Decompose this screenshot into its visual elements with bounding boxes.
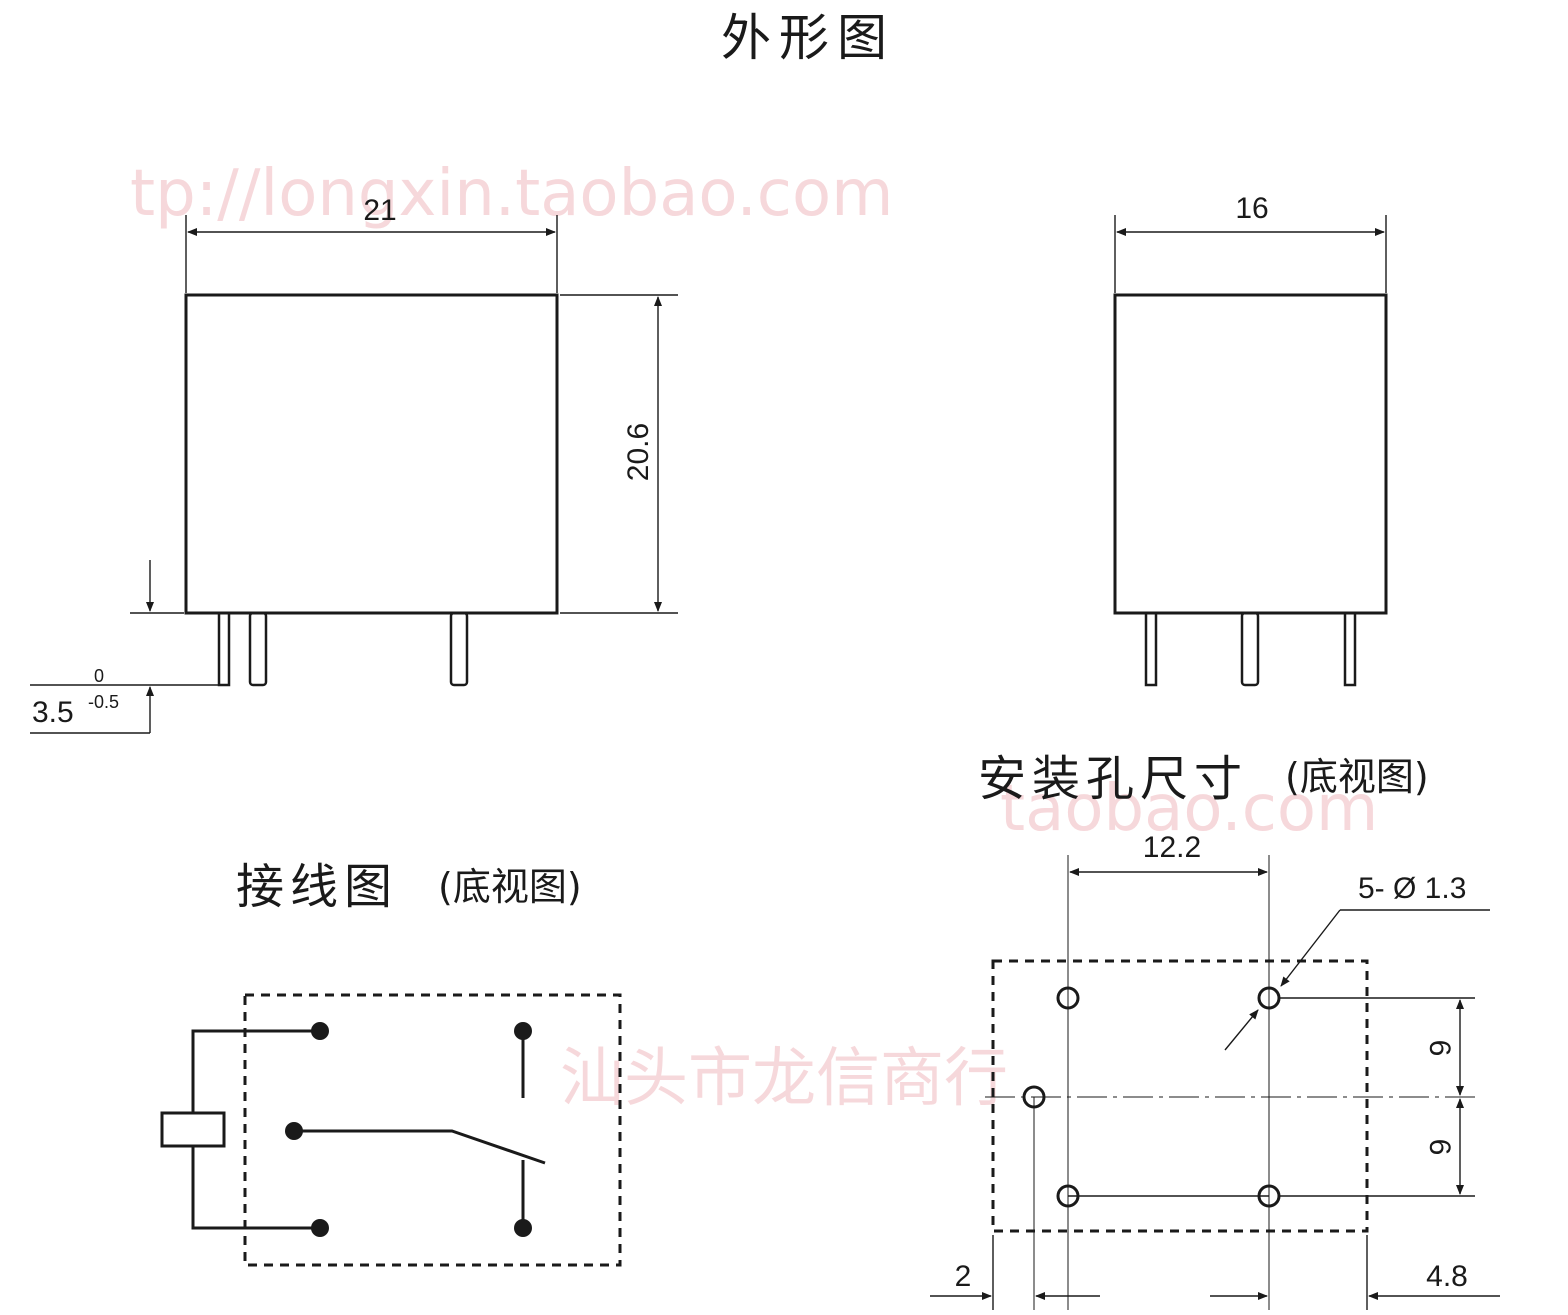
wiring-title-note: (底视图) (438, 865, 582, 909)
front-view: 21 20.6 3.5 0 -0.5 (30, 194, 678, 734)
mount-hole-2 (1257, 986, 1281, 1010)
mount-hole-4 (1056, 1184, 1080, 1208)
wiring-outline (243, 993, 622, 1267)
outline-title: 外形图 (721, 9, 895, 67)
mount-hole-5 (1257, 1184, 1281, 1208)
leader-arrow (1280, 909, 1341, 987)
coil-terminal-bottom (311, 1219, 329, 1237)
watermark-text-1: tp://longxin.taobao.com (130, 157, 893, 231)
dim-pin-tol-lower: -0.5 (88, 692, 119, 712)
side-body (1113, 293, 1388, 615)
switch-arm (294, 1129, 546, 1165)
dim-front-height: 20.6 (622, 423, 655, 481)
dim-hole-spacing-x: 12.2 (1143, 831, 1201, 864)
coil-symbol (160, 1111, 226, 1148)
dim-pin-length: 3.5 (32, 696, 74, 729)
coil-wire-bottom (191, 1146, 320, 1230)
front-pin-3 (449, 611, 469, 687)
coil-terminal-top (311, 1022, 329, 1040)
side-pin-2 (1240, 611, 1260, 687)
mounting-diagram: 安装孔尺寸 (底视图) 12.2 5- Ø 1.3 6 6 (930, 751, 1500, 1310)
leader-arrow-2 (1224, 1009, 1259, 1051)
dim-offset-left: 2 (955, 1260, 972, 1293)
front-body (184, 293, 559, 615)
side-pin-1 (1144, 611, 1158, 687)
front-pin-1 (217, 611, 231, 687)
side-pin-3 (1343, 611, 1357, 687)
side-view: 16 (1113, 192, 1388, 687)
hole-spec: 5- Ø 1.3 (1358, 872, 1466, 905)
dim-pin-tol-upper: 0 (94, 666, 104, 686)
dim-front-width: 21 (363, 194, 396, 227)
dim-side-width: 16 (1235, 192, 1268, 225)
mounting-title: 安装孔尺寸 (978, 751, 1248, 807)
wiring-diagram: 接线图 (底视图) (160, 859, 622, 1267)
watermark-text-2: 汕头市龙信商行 (560, 1042, 1008, 1116)
watermark-text-3: taobao.com (1000, 772, 1378, 846)
wiring-title: 接线图 (236, 859, 398, 915)
dim-hole-spacing-y1: 6 (1423, 1040, 1456, 1057)
mounting-outline (991, 959, 1369, 1233)
mounting-title-note: (底视图) (1285, 755, 1429, 799)
mount-hole-3 (1022, 1085, 1046, 1109)
coil-wire-top (191, 1029, 320, 1113)
dim-hole-spacing-y2: 6 (1423, 1139, 1456, 1156)
watermark: tp://longxin.taobao.com 汕头市龙信商行 taobao.c… (130, 157, 1378, 1116)
mount-hole-1 (1056, 986, 1080, 1010)
dim-offset-right: 4.8 (1426, 1260, 1468, 1293)
front-pin-2 (248, 611, 268, 687)
